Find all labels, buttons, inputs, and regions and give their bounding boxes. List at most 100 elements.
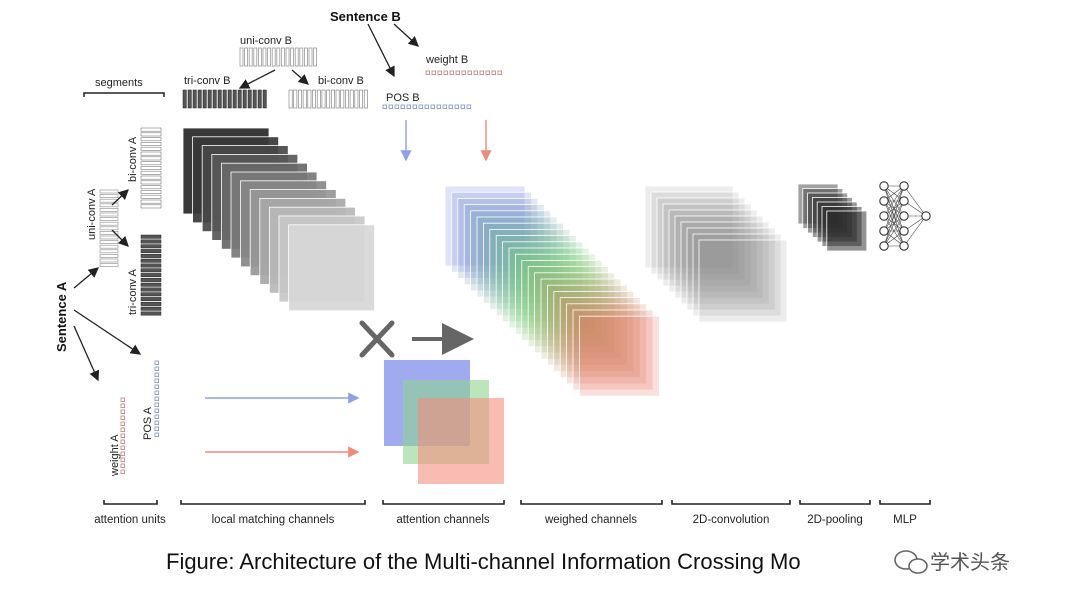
weighed-channel xyxy=(572,309,654,391)
section-brackets xyxy=(103,500,931,505)
tri-conv-b-tokens xyxy=(182,89,267,109)
uni-conv-b-token xyxy=(262,47,267,67)
uni-conv-a-token xyxy=(99,263,119,267)
mlp-node xyxy=(879,241,889,251)
tri-conv-a-token xyxy=(140,268,162,273)
bi-conv-b-token xyxy=(359,89,364,109)
tri-conv-b-token xyxy=(202,89,207,109)
tri-conv-b-token xyxy=(242,89,247,109)
bi-conv-a-token xyxy=(140,156,162,161)
weight-a-token xyxy=(120,421,125,426)
uni-conv-b-token xyxy=(248,47,253,67)
tri-conv-b-token xyxy=(237,89,242,109)
pos-b-token xyxy=(448,104,453,109)
weighed-channel xyxy=(489,228,571,310)
weighed-channel xyxy=(579,315,660,397)
bi-conv-a-token xyxy=(140,151,162,156)
bi-conv-a-label: bi-conv A xyxy=(127,136,139,182)
bi-conv-b-token xyxy=(321,89,326,109)
weight-a-token xyxy=(120,415,125,420)
mlp-node xyxy=(899,241,909,251)
weighed-channel xyxy=(444,185,526,267)
uni-conv-b-token xyxy=(267,47,272,67)
mlp-edge xyxy=(883,200,905,247)
weight-a-token xyxy=(120,439,125,444)
tri-conv-a-tokens xyxy=(140,234,162,316)
pos-a-label: POS A xyxy=(142,406,154,440)
arrow-uni-to-bi-b xyxy=(291,69,309,85)
bi-conv-a-token xyxy=(140,170,162,175)
uni-conv-b-token xyxy=(299,47,304,67)
tri-conv-a-token xyxy=(140,277,162,282)
bi-conv-b-token xyxy=(288,89,293,109)
tri-conv-b-token xyxy=(262,89,267,109)
mlp-edge xyxy=(883,185,905,232)
segments-bracket xyxy=(83,92,165,97)
pos-a-token xyxy=(154,408,159,413)
uni-conv-a-label: uni-conv A xyxy=(86,188,98,240)
arrow-uni-to-tri-b xyxy=(238,69,276,89)
weighed-channel xyxy=(547,284,628,366)
local-matching-channel xyxy=(288,224,376,312)
bi-conv-b-token xyxy=(349,89,354,109)
bi-conv-b-token xyxy=(326,89,331,109)
tri-conv-b-token xyxy=(207,89,212,109)
section-mlp: MLP xyxy=(893,514,917,526)
tri-conv-a-token xyxy=(140,306,162,311)
tri-conv-b-token xyxy=(222,89,227,109)
conv-channel xyxy=(698,239,788,323)
weight-b-label: weight B xyxy=(425,54,468,66)
weighed-channel xyxy=(470,210,552,292)
uni-conv-b-token xyxy=(280,47,285,67)
bracket-mlp xyxy=(879,500,931,505)
figure-caption: Figure: Architecture of the Multi-channe… xyxy=(166,549,801,574)
pos-a-token xyxy=(154,414,159,419)
mlp-edge xyxy=(903,215,927,247)
arrow-b-to-pos xyxy=(367,23,395,78)
mlp-edge xyxy=(883,185,905,247)
sentence-a-label: Sentence A xyxy=(54,281,69,352)
tri-conv-a-token xyxy=(140,234,162,239)
weight-a-token xyxy=(120,433,125,438)
bi-conv-b-token xyxy=(302,89,307,109)
tri-conv-a-token xyxy=(140,292,162,297)
tri-conv-a-token xyxy=(140,258,162,263)
weight-b-token xyxy=(473,70,478,75)
pos-b-label: POS B xyxy=(386,92,420,104)
pos-a-token xyxy=(154,432,159,437)
tri-conv-a-token xyxy=(140,239,162,244)
sentence-b-label: Sentence B xyxy=(330,9,401,24)
weight-a-label: weight A xyxy=(109,434,121,477)
weighed-channel xyxy=(515,253,596,335)
uni-conv-a-token xyxy=(99,189,119,194)
weight-a-token xyxy=(120,397,125,402)
bi-conv-b-token xyxy=(354,89,359,109)
uni-conv-b-label: uni-conv B xyxy=(240,35,292,47)
weight-b-token xyxy=(497,70,502,75)
section-weighed-channels: weighed channels xyxy=(544,514,637,526)
mlp-edge xyxy=(883,185,905,217)
weight-b-tokens xyxy=(425,70,502,75)
tri-conv-a-token xyxy=(140,311,162,316)
weight-b-token xyxy=(455,70,460,75)
uni-conv-a-token xyxy=(99,221,119,226)
uni-conv-a-token xyxy=(99,244,119,249)
weight-a-tokens xyxy=(120,397,125,474)
pos-a-token xyxy=(154,384,159,389)
weight-a-token xyxy=(120,457,125,462)
bi-conv-b-token xyxy=(330,89,335,109)
tri-conv-b-token xyxy=(252,89,257,109)
section-2d-pooling: 2D-pooling xyxy=(807,514,863,526)
bi-conv-b-token xyxy=(363,89,368,109)
uni-conv-b-token xyxy=(285,47,290,67)
uni-conv-b-token xyxy=(244,47,249,67)
bi-conv-a-token xyxy=(140,127,162,132)
bracket-attention-units xyxy=(103,500,158,505)
mlp-node xyxy=(899,196,909,206)
bi-conv-a-token xyxy=(140,146,162,151)
bi-conv-a-token xyxy=(140,204,162,209)
bi-conv-a-token xyxy=(140,166,162,170)
pos-b-token xyxy=(388,104,393,109)
pos-b-token xyxy=(460,104,465,109)
